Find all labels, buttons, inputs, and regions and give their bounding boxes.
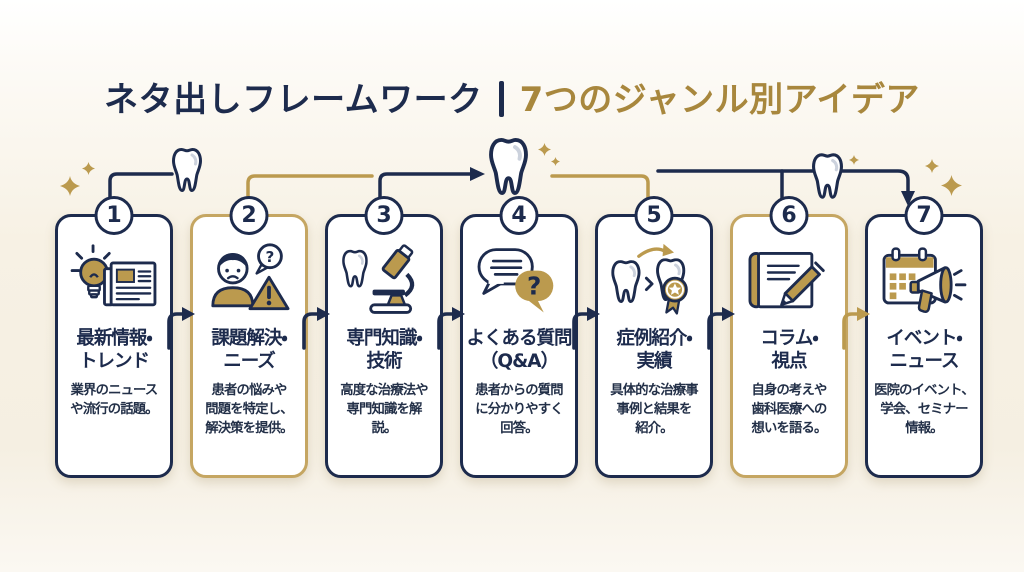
card-description: 業界のニュース や流行の話題。 (70, 383, 158, 417)
card-description: 高度な治療法や 専門知識を解 説。 (340, 383, 428, 436)
flow-arrow-2-3 (302, 307, 330, 350)
card-title: 症例紹介・ 実績 (616, 328, 692, 372)
flow-arrow-4-5 (572, 307, 600, 350)
flow-arrow-5-6 (707, 307, 735, 350)
card-row: 1 (55, 196, 983, 478)
connector-2 (246, 174, 374, 215)
connector-5 (656, 169, 910, 195)
card-description: 自身の考えや 歯科医療への 想いを語る。 (751, 383, 828, 436)
card-title: コラム・ 視点 (760, 328, 818, 372)
card-title: よくある質問 （Q&A） (466, 328, 572, 372)
card-problem-needs: 2 ? 課題解決・ ニーズ 患者の悩みや 問題を特定し、 解決策を提供。 (190, 196, 308, 478)
sparkle-icon (925, 159, 939, 173)
card-case-results: 5 症例紹介・ 実績 具体的な治療事 事例と結果を 紹介。 (595, 196, 713, 478)
sparkle-icon (849, 155, 859, 165)
card-title: イベント・ ニュース (886, 328, 962, 372)
card-description: 医院のイベント、 学会、セミナー 情報。 (874, 383, 975, 436)
card-expertise-technique: 3 専門知識・ 技術 高度な治療法や 専門知識を解 説。 (325, 196, 443, 478)
lightbulb-newspaper-icon (58, 239, 170, 325)
tooth-icon (489, 138, 528, 195)
calendar-megaphone-icon (868, 239, 980, 325)
svg-text:?: ? (266, 248, 275, 266)
card-number-badge: 3 (364, 196, 404, 235)
card-number-badge: 5 (634, 196, 674, 235)
tooth-icon (812, 153, 843, 199)
title-main: ネタ出しフレームワーク (104, 80, 483, 120)
speech-bubbles-icon: ? (463, 239, 575, 325)
tooth-award-icon (598, 239, 710, 325)
card-number-badge: 6 (769, 196, 809, 235)
card-title: 課題解決・ ニーズ (211, 328, 287, 372)
page-title: ネタ出しフレームワーク 7つのジャンル別アイデア (0, 72, 1024, 121)
sparkle-icon (82, 162, 95, 175)
card-description: 患者からの質問 に分かりやすく 回答。 (475, 383, 563, 436)
sparkle-icon (538, 143, 551, 156)
card-number-badge: 2 (229, 196, 269, 235)
connector-4 (550, 174, 650, 215)
flow-arrow-6-7 (842, 307, 870, 350)
connector-3 (378, 172, 472, 215)
card-title: 最新情報・ トレンド (76, 328, 152, 372)
card-number-badge: 1 (94, 196, 134, 235)
top-connector-lines (60, 138, 962, 215)
connector-5-arrowhead (901, 191, 915, 206)
tooth-microscope-icon (328, 239, 440, 325)
flow-arrow-1-2 (167, 307, 195, 350)
card-faq: 4 ? よくある質問 （Q&A） 患者からの質問 に分かりやすく 回答。 (460, 196, 578, 478)
connector-3-arrowhead (470, 167, 485, 181)
sparkle-icon (60, 176, 80, 196)
connector-1 (108, 172, 174, 215)
sparkle-icon (941, 175, 962, 196)
person-question-warning-icon: ? (193, 239, 305, 325)
tooth-icon (172, 148, 202, 192)
title-separator (498, 81, 504, 117)
sparkle-icon (551, 157, 560, 166)
card-description: 具体的な治療事 事例と結果を 紹介。 (610, 383, 698, 436)
card-column-perspective: 6 コラム・ 視点 自身の考えや 歯科医療への 想いを語る。 (730, 196, 848, 478)
card-description: 患者の悩みや 問題を特定し、 解決策を提供。 (205, 383, 293, 436)
paper-pencil-icon (733, 239, 845, 325)
card-title: 専門知識・ 技術 (346, 328, 422, 372)
card-latest-trends: 1 (55, 196, 173, 478)
card-number-badge: 7 (904, 196, 944, 235)
card-events-news: 7 (865, 196, 983, 478)
card-number-badge: 4 (499, 196, 539, 235)
svg-text:?: ? (527, 271, 541, 300)
flow-arrow-3-4 (437, 307, 465, 350)
title-accent: 7つのジャンル別アイデア (519, 80, 920, 120)
